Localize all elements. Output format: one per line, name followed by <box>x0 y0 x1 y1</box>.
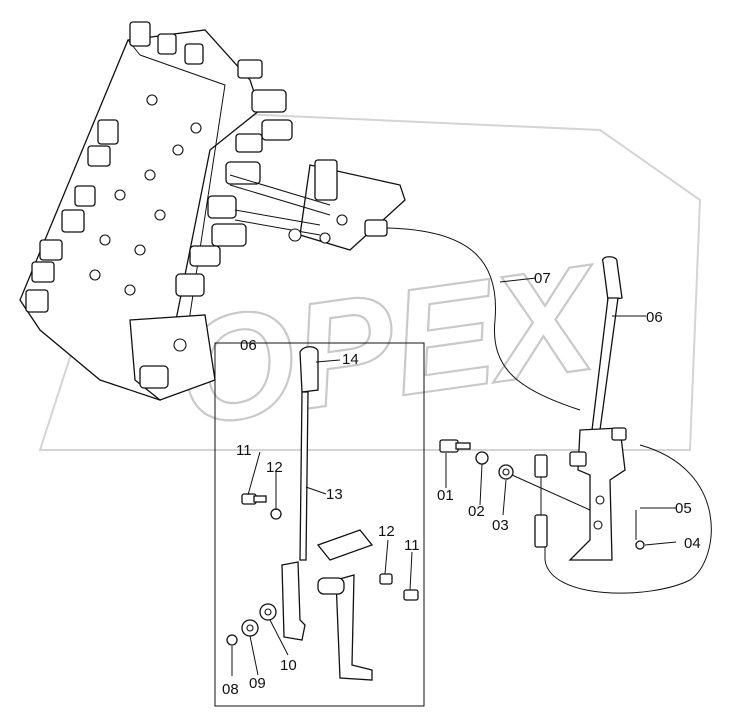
callout-08: 08 <box>222 681 239 698</box>
callout-labels: 07 06 06 14 11 12 13 12 11 01 02 03 05 0… <box>222 270 701 698</box>
bolt-01 <box>439 439 459 453</box>
callout-03: 03 <box>492 517 509 534</box>
left-lever-knob <box>299 346 319 393</box>
watermark-text: OPEX <box>167 232 611 457</box>
valve-linkage <box>229 159 406 251</box>
nut-12-right <box>379 573 393 585</box>
callout-14: 14 <box>342 351 359 368</box>
detail-box <box>214 342 425 707</box>
control-cable-lower-loop <box>544 444 712 594</box>
right-lever-knob <box>602 256 623 301</box>
nut-02 <box>475 451 489 465</box>
callout-09: 09 <box>249 675 266 692</box>
callout-06-right: 06 <box>646 309 663 326</box>
callout-12-right: 12 <box>378 523 395 540</box>
callout-11-right: 11 <box>404 537 420 554</box>
callout-11-left: 11 <box>236 442 252 459</box>
cable-clevis <box>534 454 548 478</box>
callout-04: 04 <box>684 535 701 552</box>
bracket-13-top <box>316 529 374 561</box>
callout-05: 05 <box>675 500 692 517</box>
nut-12-left <box>270 508 282 520</box>
callout-13: 13 <box>326 486 343 503</box>
left-lever-assembly <box>226 346 419 681</box>
callout-02: 02 <box>468 503 485 520</box>
right-lever-bracket <box>568 427 626 561</box>
ring-08 <box>226 634 238 646</box>
control-cable <box>386 227 581 411</box>
right-lever-assembly <box>568 256 627 561</box>
control-valve-assembly <box>19 21 293 401</box>
hardware-01-05 <box>439 439 645 550</box>
cable-end-fitting <box>364 219 388 237</box>
left-lever-rod <box>299 391 309 561</box>
callout-12-left: 12 <box>266 459 283 476</box>
callout-06-box: 06 <box>240 337 257 354</box>
bolt-11-right <box>403 589 419 601</box>
callout-10: 10 <box>280 657 297 674</box>
callout-07: 07 <box>534 270 551 287</box>
leader-lines <box>231 277 677 676</box>
pin-04 <box>635 540 645 550</box>
left-lever-arm <box>281 561 306 641</box>
callout-01: 01 <box>437 487 454 504</box>
pivot-shaft <box>317 577 345 595</box>
bracket-13-plate <box>335 574 373 681</box>
